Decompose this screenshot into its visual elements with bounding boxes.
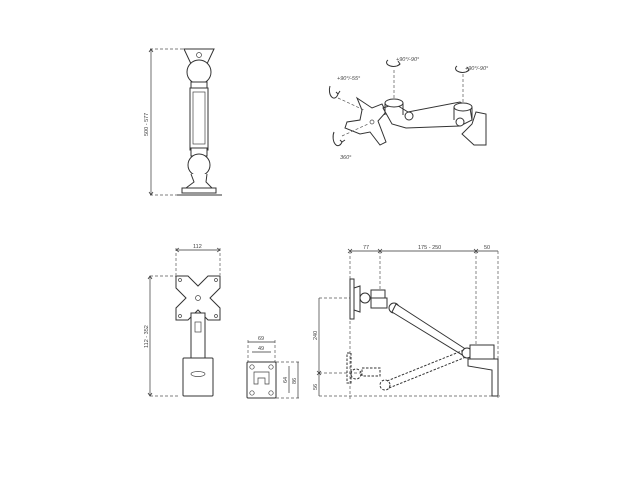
plate-outer-width-label: 69 <box>258 336 264 342</box>
front-view: 112 112 - 352 <box>144 244 221 397</box>
front-height-label: 112 - 352 <box>144 325 150 348</box>
front-width-label: 112 <box>193 244 202 250</box>
rotation-arrow-icon <box>328 59 470 147</box>
side-height-label: 500 - 577 <box>144 113 150 136</box>
plate-inner-width-label: 49 <box>258 346 264 352</box>
depth-label: 50 <box>484 245 490 251</box>
reach-view: 77 175 - 250 50 240 56 <box>313 245 500 400</box>
wall-plate-view: 69 49 64 86 <box>246 336 300 399</box>
low-label: 56 <box>313 384 319 390</box>
lift-label: 240 <box>313 331 319 340</box>
rotation-angle-label: 360° <box>340 155 352 161</box>
plate-outer-height-label: 86 <box>292 378 298 384</box>
joint2-angle-label: +90°/-90° <box>465 66 489 72</box>
reach-label: 175 - 250 <box>418 245 441 251</box>
tilt-angle-label: +90°/-55° <box>337 76 361 82</box>
side-view: 500 - 577 <box>144 48 222 196</box>
plate-inner-height-label: 64 <box>283 377 289 383</box>
isometric-view: +90°/-55° 360° +90°/-90° +90°/-90° <box>328 57 489 161</box>
offset-label: 77 <box>363 245 369 251</box>
joint1-angle-label: +90°/-90° <box>396 57 420 63</box>
